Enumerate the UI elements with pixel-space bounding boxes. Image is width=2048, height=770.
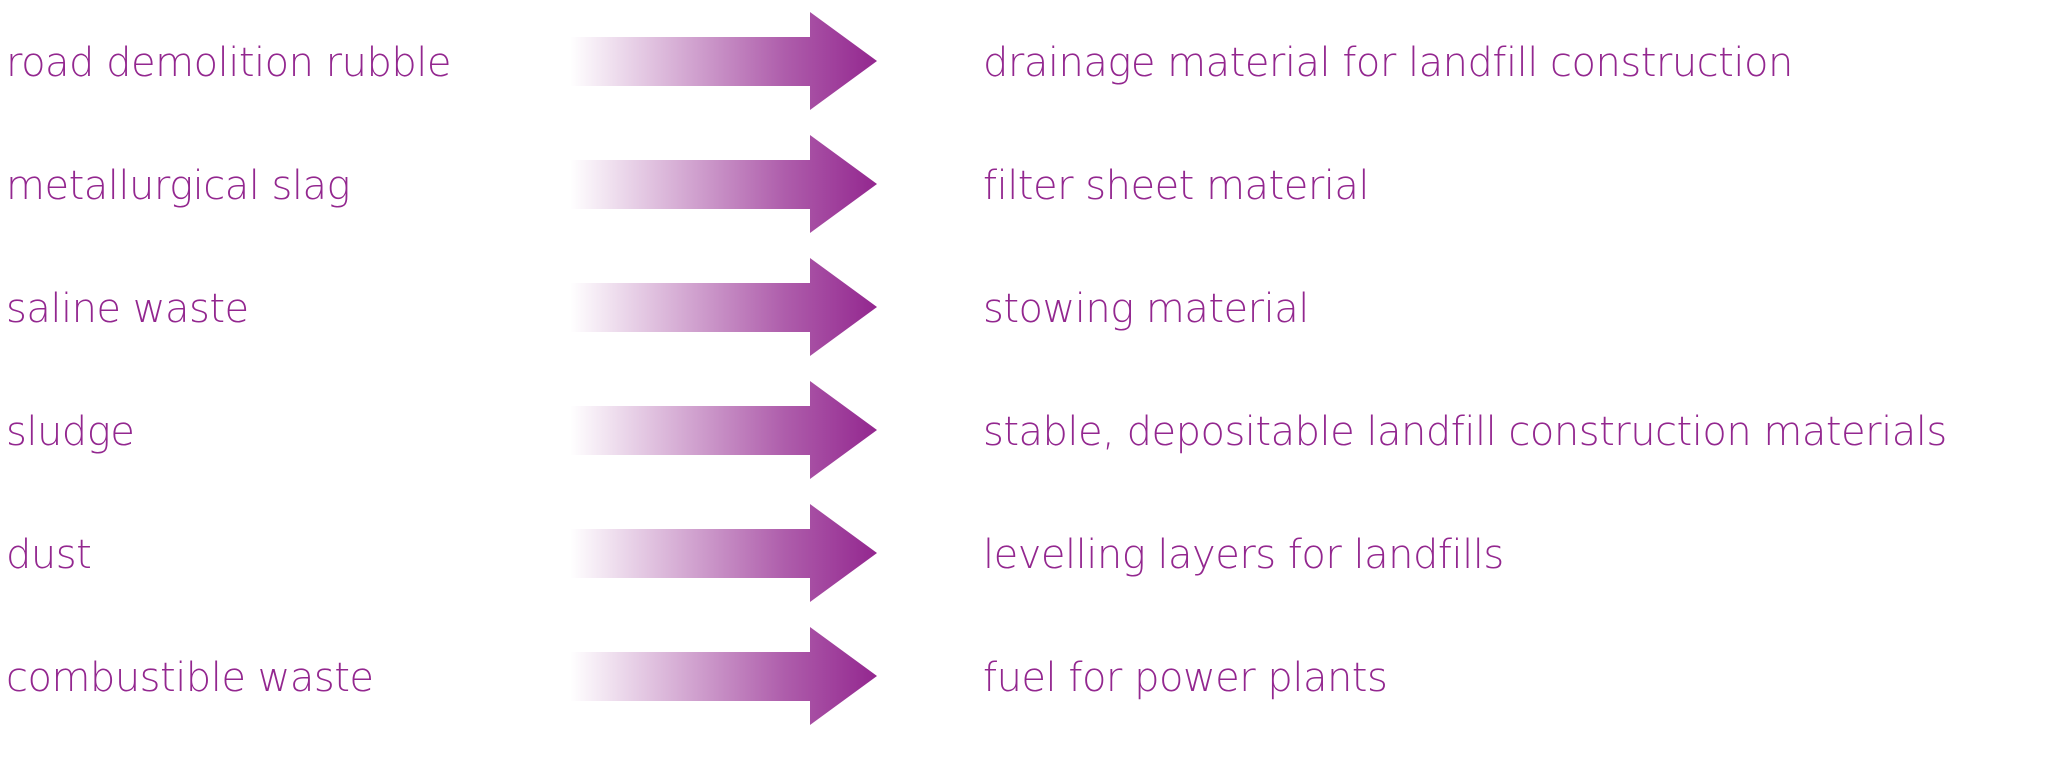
conversion-row: metallurgical slag filter sheet material	[0, 123, 2048, 246]
source-material: dust	[6, 532, 92, 578]
arrow-right-icon	[570, 381, 877, 479]
source-material: saline waste	[6, 286, 249, 332]
source-material: metallurgical slag	[6, 163, 351, 209]
target-use: filter sheet material	[983, 163, 1370, 209]
conversion-row: combustible waste fuel for power plants	[0, 615, 2048, 738]
source-material: combustible waste	[6, 655, 374, 701]
source-material: sludge	[6, 409, 135, 455]
conversion-row: sludge stable, depositable landfill cons…	[0, 369, 2048, 492]
conversion-row: saline waste stowing material	[0, 246, 2048, 369]
target-use: stowing material	[983, 286, 1309, 332]
arrow-right-icon	[570, 135, 877, 233]
target-use: stable, depositable landfill constructio…	[983, 409, 1947, 455]
source-material: road demolition rubble	[6, 40, 451, 86]
arrow-right-icon	[570, 258, 877, 356]
conversion-row: road demolition rubble drainage material…	[0, 0, 2048, 123]
target-use: levelling layers for landfills	[983, 532, 1504, 578]
arrow-right-icon	[570, 627, 877, 725]
target-use: fuel for power plants	[983, 655, 1388, 701]
target-use: drainage material for landfill construct…	[983, 40, 1793, 86]
arrow-right-icon	[570, 12, 877, 110]
conversion-row: dust levelling layers for landfills	[0, 492, 2048, 615]
arrow-right-icon	[570, 504, 877, 602]
